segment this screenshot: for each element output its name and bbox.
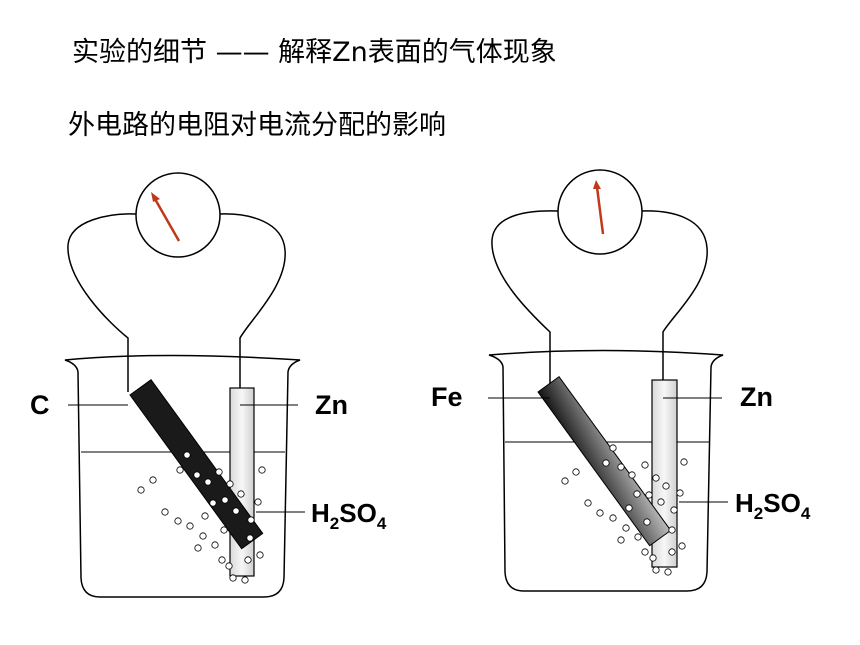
right-electrode-label: Fe	[431, 382, 463, 412]
left-solution-label: H2SO4	[311, 498, 387, 533]
left-carbon-rod	[129, 379, 264, 550]
right-setup: Fe Zn H2SO4	[431, 169, 811, 592]
right-zinc-label: Zn	[740, 382, 773, 412]
left-galvanometer	[135, 172, 221, 258]
left-electrode-label: C	[30, 390, 50, 420]
left-bubbles	[137, 451, 266, 584]
right-solution-label: H2SO4	[735, 488, 811, 523]
left-galvanometer-needle	[153, 198, 181, 242]
slide-title: 实验的细节 —— 解释Zn表面的气体现象	[72, 37, 557, 68]
left-external-wire	[67, 213, 286, 346]
left-needle-arrowhead	[151, 192, 160, 202]
right-needle-arrowhead	[593, 180, 601, 189]
right-galvanometer-needle	[595, 186, 605, 235]
left-zinc-label: Zn	[315, 390, 348, 420]
left-beaker	[64, 354, 301, 598]
left-setup: C Zn H2SO4	[30, 172, 387, 598]
right-bubbles	[561, 444, 688, 576]
slide-subtitle: 外电路的电阻对电流分配的影响	[68, 110, 446, 141]
right-external-wire	[491, 210, 708, 340]
